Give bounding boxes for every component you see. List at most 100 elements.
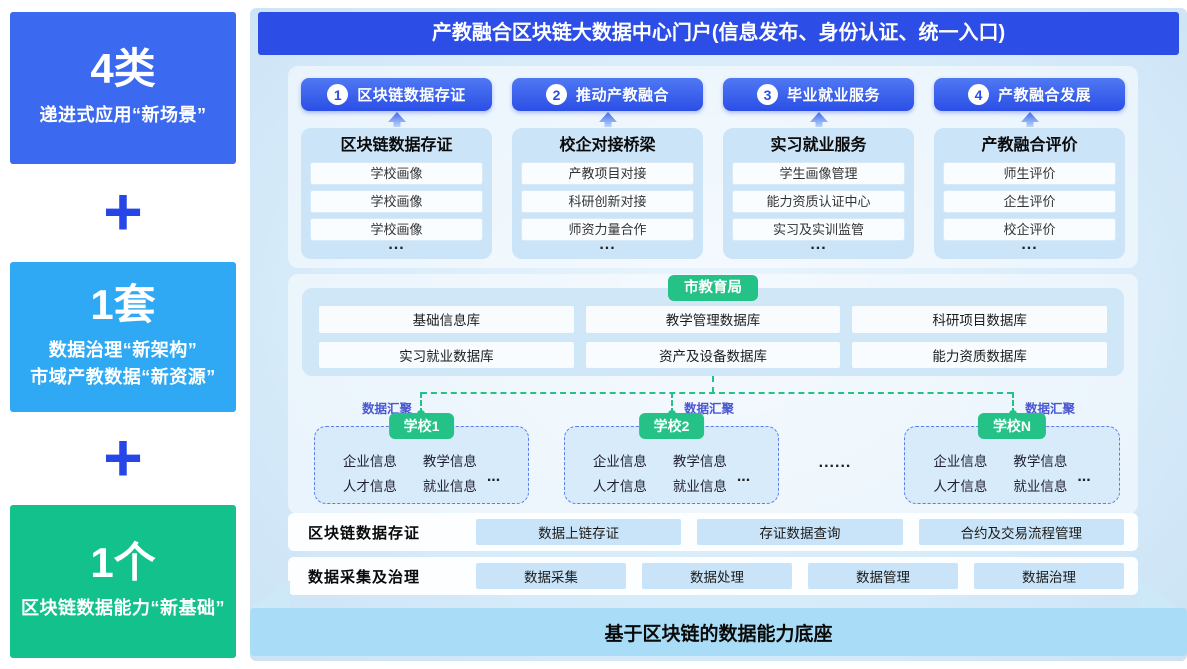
pill-number-badge: 2 — [545, 84, 567, 105]
schools-ellipsis: ...... — [818, 454, 852, 471]
card-item: 师资力量合作 — [521, 218, 694, 241]
school-box-2: 学校2 企业信息 教学信息 人才信息 就业信息 ... — [564, 413, 779, 504]
database-cell: 教学管理数据库 — [584, 305, 842, 334]
plus-icon: + — [103, 420, 143, 496]
app-card: 产教融合评价 师生评价 企生评价 校企评价 ... — [934, 128, 1125, 259]
school-info-item: 企业信息 — [933, 453, 988, 469]
school-body: 企业信息 教学信息 人才信息 就业信息 ... — [905, 441, 1119, 503]
database-cell: 基础信息库 — [318, 305, 575, 334]
layer-cell: 合约及交易流程管理 — [918, 519, 1124, 545]
layer-cell: 数据治理 — [974, 563, 1124, 589]
sidebar-line: 区块链数据能力“新基础” — [21, 598, 225, 619]
card-item: 学校画像 — [310, 218, 483, 241]
app-card: 区块链数据存证 学校画像 学校画像 学校画像 ... — [301, 128, 492, 259]
app-column-4: 4 产教融合发展 产教融合评价 师生评价 企生评价 校企评价 ... — [934, 78, 1125, 259]
card-more-ellipsis: ... — [599, 236, 616, 253]
database-grid: 基础信息库 教学管理数据库 科研项目数据库 实习就业数据库 资产及设备数据库 能… — [302, 288, 1124, 376]
layer-label: 数据采集及治理 — [308, 568, 421, 586]
layer-cell: 数据处理 — [642, 563, 792, 589]
pedestal-slant-right — [1138, 580, 1178, 608]
school-info-item: 人才信息 — [592, 478, 647, 494]
aggregation-label: 数据汇聚 — [1025, 402, 1076, 416]
layer-cells: 数据采集 数据处理 数据管理 数据治理 — [476, 563, 1124, 589]
app-pill-3: 3 毕业就业服务 — [723, 78, 914, 111]
aggregation-label: 数据汇聚 — [684, 402, 735, 416]
school-box-1: 学校1 企业信息 教学信息 人才信息 就业信息 ... — [314, 413, 529, 504]
pill-label: 毕业就业服务 — [786, 87, 880, 104]
layer-row-blockchain-deposit: 区块链数据存证 数据上链存证 存证数据查询 合约及交易流程管理 — [288, 513, 1138, 551]
school-info-grid: 企业信息 教学信息 人才信息 就业信息 — [593, 450, 727, 495]
school-badge: 学校N — [977, 413, 1047, 439]
sidebar-headline: 1个 — [90, 538, 156, 586]
bureau-badge: 市教育局 — [668, 275, 758, 301]
connector-stub — [712, 376, 714, 393]
app-pill-4: 4 产教融合发展 — [934, 78, 1125, 111]
aggregation-label: 数据汇聚 — [361, 402, 412, 416]
connector-drop-n — [1012, 392, 1014, 414]
school-body: 企业信息 教学信息 人才信息 就业信息 ... — [565, 441, 778, 503]
school-info-item: 就业信息 — [422, 478, 477, 494]
database-cell: 实习就业数据库 — [318, 340, 575, 369]
school-box-n: 学校N 企业信息 教学信息 人才信息 就业信息 ... — [904, 413, 1120, 504]
card-item: 师生评价 — [943, 162, 1116, 185]
card-title: 校企对接桥梁 — [559, 137, 656, 154]
school-more-ellipsis: ... — [1077, 468, 1091, 485]
sidebar-block-scenarios: 4类 递进式应用“新场景” — [10, 12, 236, 164]
school-info-grid: 企业信息 教学信息 人才信息 就业信息 — [933, 450, 1067, 495]
card-item: 学校画像 — [310, 190, 483, 213]
card-item: 产教项目对接 — [521, 162, 694, 185]
sidebar-line: 递进式应用“新场景” — [39, 104, 207, 125]
sidebar-line: 数据治理“新架构” — [48, 340, 198, 361]
connector-drop-1 — [420, 392, 422, 414]
card-item: 科研创新对接 — [521, 190, 694, 213]
portal-title: 产教融合区块链大数据中心门户(信息发布、身份认证、统一入口) — [258, 12, 1179, 55]
sidebar-headline: 4类 — [90, 45, 156, 93]
layer-cell: 存证数据查询 — [697, 519, 903, 545]
database-cell: 资产及设备数据库 — [584, 340, 842, 369]
database-cell: 能力资质数据库 — [851, 340, 1108, 369]
school-info-item: 教学信息 — [1013, 453, 1068, 469]
card-more-ellipsis: ... — [1021, 236, 1038, 253]
layer-cell: 数据上链存证 — [476, 519, 682, 545]
main-panel: 产教融合区块链大数据中心门户(信息发布、身份认证、统一入口) 1 区块链数据存证… — [250, 8, 1187, 661]
blockchain-base-bar: 基于区块链的数据能力底座 — [250, 608, 1187, 656]
up-arrow-icon — [1020, 112, 1039, 127]
card-item: 校企评价 — [943, 218, 1116, 241]
app-pill-2: 2 推动产教融合 — [512, 78, 703, 111]
sidebar-headline: 1套 — [90, 280, 156, 328]
school-info-item: 就业信息 — [1013, 478, 1068, 494]
card-title: 产教融合评价 — [981, 137, 1078, 154]
school-info-grid: 企业信息 教学信息 人才信息 就业信息 — [343, 450, 477, 495]
app-column-2: 2 推动产教融合 校企对接桥梁 产教项目对接 科研创新对接 师资力量合作 ... — [512, 78, 703, 259]
school-info-item: 人才信息 — [933, 478, 988, 494]
card-more-ellipsis: ... — [388, 236, 405, 253]
app-pill-1: 1 区块链数据存证 — [301, 78, 492, 111]
layer-cells: 数据上链存证 存证数据查询 合约及交易流程管理 — [476, 519, 1124, 545]
pill-number-badge: 1 — [327, 84, 349, 105]
sidebar-block-foundation: 1个 区块链数据能力“新基础” — [10, 505, 236, 658]
connector-drop-2 — [671, 392, 673, 414]
app-card: 实习就业服务 学生画像管理 能力资质认证中心 实习及实训监管 ... — [723, 128, 914, 259]
up-arrow-icon — [809, 112, 828, 127]
plus-icon: + — [103, 174, 143, 250]
school-info-item: 企业信息 — [342, 453, 397, 469]
sidebar-block-governance: 1套 数据治理“新架构” 市域产教数据“新资源” — [10, 262, 236, 412]
card-title: 实习就业服务 — [770, 137, 867, 154]
layer-cell: 数据采集 — [476, 563, 626, 589]
pill-label: 区块链数据存证 — [357, 87, 466, 104]
card-item: 企生评价 — [943, 190, 1116, 213]
connector-hline — [421, 392, 1013, 394]
school-more-ellipsis: ... — [736, 468, 751, 485]
school-info-item: 教学信息 — [422, 453, 477, 469]
card-item: 实习及实训监管 — [732, 218, 905, 241]
school-body: 企业信息 教学信息 人才信息 就业信息 ... — [315, 441, 528, 503]
school-info-item: 就业信息 — [672, 478, 727, 494]
app-column-3: 3 毕业就业服务 实习就业服务 学生画像管理 能力资质认证中心 实习及实训监管 … — [723, 78, 914, 259]
app-column-1: 1 区块链数据存证 区块链数据存证 学校画像 学校画像 学校画像 ... — [301, 78, 492, 259]
applications-section: 1 区块链数据存证 区块链数据存证 学校画像 学校画像 学校画像 ... — [288, 66, 1138, 268]
layer-row-data-governance: 数据采集及治理 数据采集 数据处理 数据管理 数据治理 — [288, 557, 1138, 595]
sidebar-line: 市域产教数据“新资源” — [30, 367, 216, 388]
data-platform-section: 市教育局 基础信息库 教学管理数据库 科研项目数据库 实习就业数据库 资产及设备… — [288, 274, 1138, 514]
layer-cell: 数据管理 — [808, 563, 958, 589]
